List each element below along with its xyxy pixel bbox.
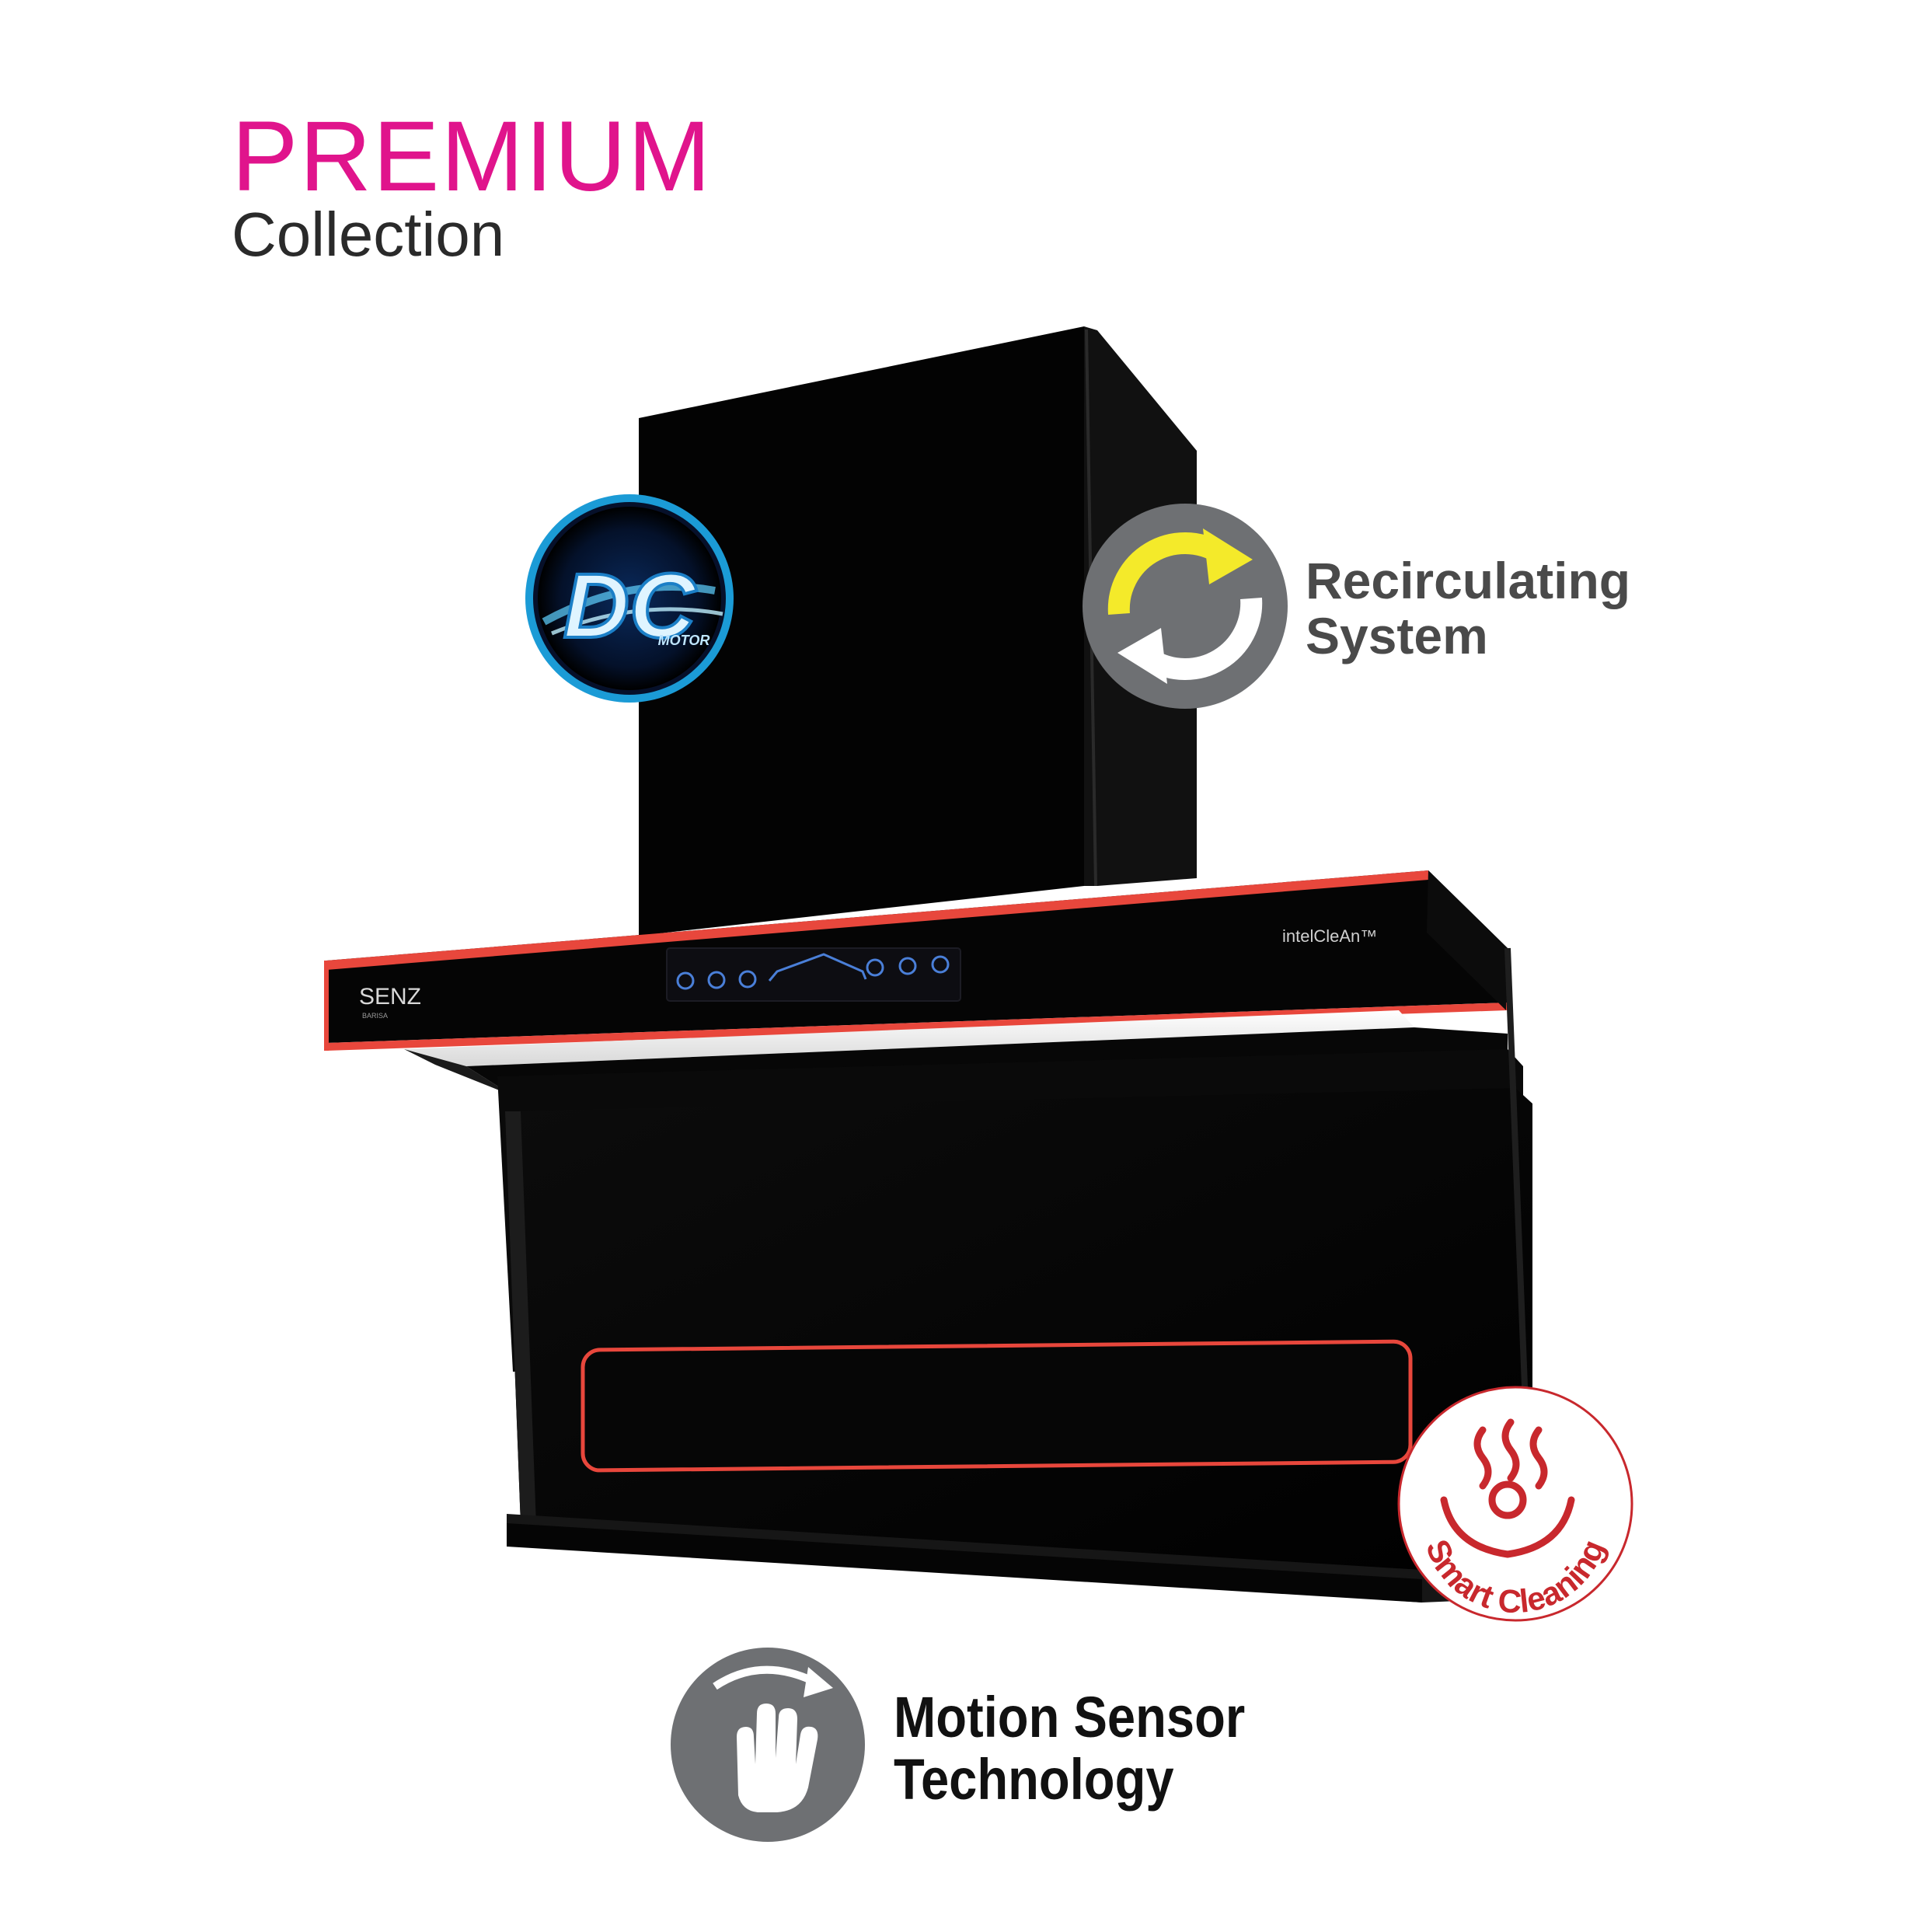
motion-sensor-text: Motion Sensor Technology bbox=[894, 1686, 1245, 1811]
motor-label: MOTOR bbox=[658, 633, 710, 648]
brand-logo-text: SENZ bbox=[359, 984, 421, 1010]
steam-drop-icon bbox=[1440, 1418, 1575, 1558]
motion-sensor-badge bbox=[671, 1648, 865, 1842]
motion-sensor-line1: Motion Sensor bbox=[894, 1685, 1246, 1749]
recirculating-line1: Recirculating bbox=[1306, 552, 1631, 609]
smart-cleaning-badge: Smart Cleaning bbox=[1397, 1386, 1633, 1622]
collection-subheading: Collection bbox=[232, 200, 505, 269]
brand-sub-text: BARISA bbox=[362, 1012, 388, 1020]
recirculating-badge bbox=[1083, 504, 1288, 709]
recirculating-line2: System bbox=[1306, 607, 1488, 665]
glass-body bbox=[497, 947, 1536, 1602]
panel-label-text: intelCleAn™ bbox=[1282, 926, 1377, 946]
recirculating-text: Recirculating System bbox=[1306, 553, 1630, 664]
motion-sensor-line2: Technology bbox=[894, 1746, 1174, 1812]
dc-label: DC bbox=[563, 555, 697, 657]
control-canopy: SENZ BARISA intelCleAn™ bbox=[324, 870, 1508, 1051]
hand-swipe-icon bbox=[713, 1665, 833, 1812]
dc-motor-badge: DC MOTOR bbox=[525, 494, 734, 703]
premium-heading: PREMIUM bbox=[232, 101, 713, 212]
recycle-arrows-icon bbox=[1107, 528, 1263, 684]
dc-motor-icon: DC MOTOR bbox=[562, 553, 710, 659]
